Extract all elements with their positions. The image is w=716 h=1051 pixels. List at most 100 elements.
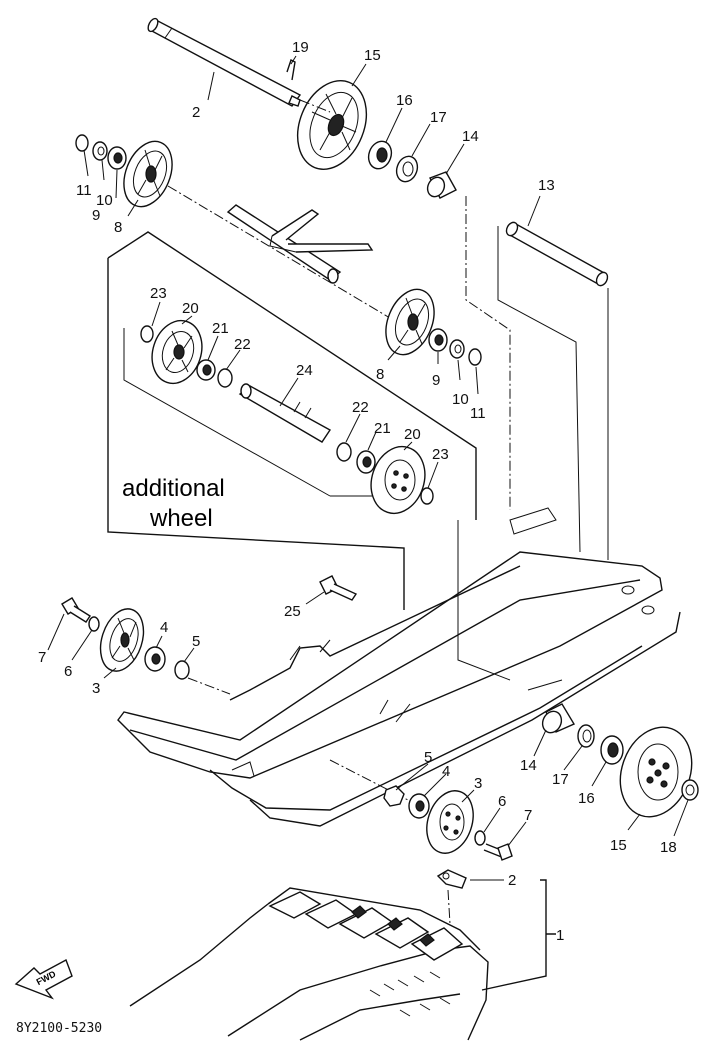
bearing-9-upper-left	[107, 146, 127, 170]
axle-centerline-upper	[167, 185, 391, 319]
callout-17-right: 17	[552, 771, 569, 788]
rear-axle-shaft	[147, 17, 302, 107]
callout-10-upper-left: 10	[96, 192, 113, 209]
washer-11-upper-left	[75, 134, 89, 152]
bearing-21-left	[196, 359, 216, 381]
callout-4-center: 4	[442, 763, 450, 780]
callout-15-right: 15	[610, 837, 627, 854]
washer-23-right	[420, 487, 434, 505]
additional-wheel-caption-line2: wheel	[149, 505, 213, 532]
callout-11-upper-left: 11	[76, 182, 92, 199]
track-clip-2	[436, 869, 467, 889]
collar-22-left	[217, 368, 233, 388]
callout-3-center: 3	[474, 775, 482, 792]
shaft-13	[505, 221, 609, 287]
callout-17-top: 17	[430, 109, 447, 126]
callout-10-right: 10	[452, 391, 469, 408]
bolt-25	[319, 575, 358, 601]
callout-7-center: 7	[524, 807, 532, 824]
nut-5-left	[174, 660, 190, 680]
nut-5-center	[383, 785, 405, 807]
callout-1: 1	[556, 927, 564, 944]
callout-20-right: 20	[404, 426, 421, 443]
callout-6-left: 6	[64, 663, 72, 680]
bearing-4-left	[144, 646, 166, 672]
callout-7-left: 7	[38, 649, 46, 666]
bearing-16-right	[600, 735, 624, 765]
washer-11-right	[468, 348, 482, 366]
callout-11-right: 11	[470, 405, 486, 422]
idler-wheel-large	[296, 79, 368, 171]
wheel-15-right	[619, 726, 693, 818]
callout-2-top: 2	[192, 104, 200, 121]
drive-track	[129, 887, 489, 1041]
callout-18: 18	[660, 839, 677, 856]
callout-24: 24	[296, 362, 313, 379]
additional-wheel-caption-line1: additional	[122, 475, 225, 502]
wheel-20-left	[151, 319, 203, 385]
bracket-13-left	[497, 226, 581, 553]
spacer-14-right	[541, 703, 576, 734]
cotter-pin	[286, 59, 296, 81]
callouts: 19 15 2 16 17 14 13 11 10 9 8 23 20 21 2…	[38, 39, 689, 944]
wheel-8-upper-left	[123, 140, 173, 208]
forward-direction-arrow-icon: FWD	[14, 959, 73, 1000]
callout-5-center: 5	[424, 749, 432, 766]
leader-1	[481, 879, 556, 991]
clip-centerline	[447, 889, 451, 925]
callout-25: 25	[284, 603, 301, 620]
leader-rail-right2	[527, 679, 563, 691]
bearing-16-top	[367, 140, 393, 170]
callout-21-right: 21	[374, 420, 391, 437]
bearing-21-right	[356, 450, 376, 474]
callout-8-right: 8	[376, 366, 384, 383]
callout-9-right: 9	[432, 372, 440, 389]
callout-22-right: 22	[352, 399, 369, 416]
callout-15-top: 15	[364, 47, 381, 64]
bearing-9-right	[428, 328, 448, 352]
callout-23-left: 23	[150, 285, 167, 302]
washer-23-left	[140, 325, 154, 343]
callout-21-left: 21	[212, 320, 229, 337]
collar-10-right	[449, 339, 465, 359]
bearing-4-center	[408, 793, 430, 819]
callout-14-right: 14	[520, 757, 537, 774]
callout-8-upper-left: 8	[114, 219, 122, 236]
collar-22-right	[336, 442, 352, 462]
axle-24	[238, 383, 332, 443]
callout-22-left: 22	[234, 336, 251, 353]
callout-6-center: 6	[498, 793, 506, 810]
callout-4-left: 4	[160, 619, 168, 636]
callout-20-left: 20	[182, 300, 199, 317]
cap-18	[681, 779, 699, 801]
collar-17-top	[395, 155, 419, 183]
callout-13: 13	[538, 177, 555, 194]
slide-rail-frame	[117, 507, 681, 827]
wheel-20-right	[370, 445, 426, 515]
callout-3-left: 3	[92, 680, 100, 697]
washer-6-center	[474, 830, 486, 846]
spacer-14-top	[426, 171, 457, 199]
collar-10-upper-left	[92, 141, 108, 161]
callout-19: 19	[292, 39, 309, 56]
callout-23-right: 23	[432, 446, 449, 463]
collar-17-right	[577, 724, 595, 748]
wheel-3-left	[99, 608, 145, 672]
axle-centerline-top	[299, 99, 331, 113]
washer-6-left	[88, 616, 100, 632]
callout-14-top: 14	[462, 128, 479, 145]
callout-9-upper-left: 9	[92, 207, 100, 224]
callout-5-left: 5	[192, 633, 200, 650]
axle-centerline-right	[465, 196, 511, 510]
callout-2-bottom: 2	[508, 872, 516, 889]
suspension-arm	[226, 204, 374, 284]
callout-16-top: 16	[396, 92, 413, 109]
additional-wheel-box	[107, 231, 477, 610]
leader-rail-right	[457, 520, 511, 681]
drawing-code: 8Y2100-5230	[16, 1021, 102, 1036]
bolt-7-center	[483, 843, 513, 861]
bolt-7-left	[61, 597, 91, 623]
rail-centerline-lower	[187, 677, 409, 801]
callout-16-right: 16	[578, 790, 595, 807]
